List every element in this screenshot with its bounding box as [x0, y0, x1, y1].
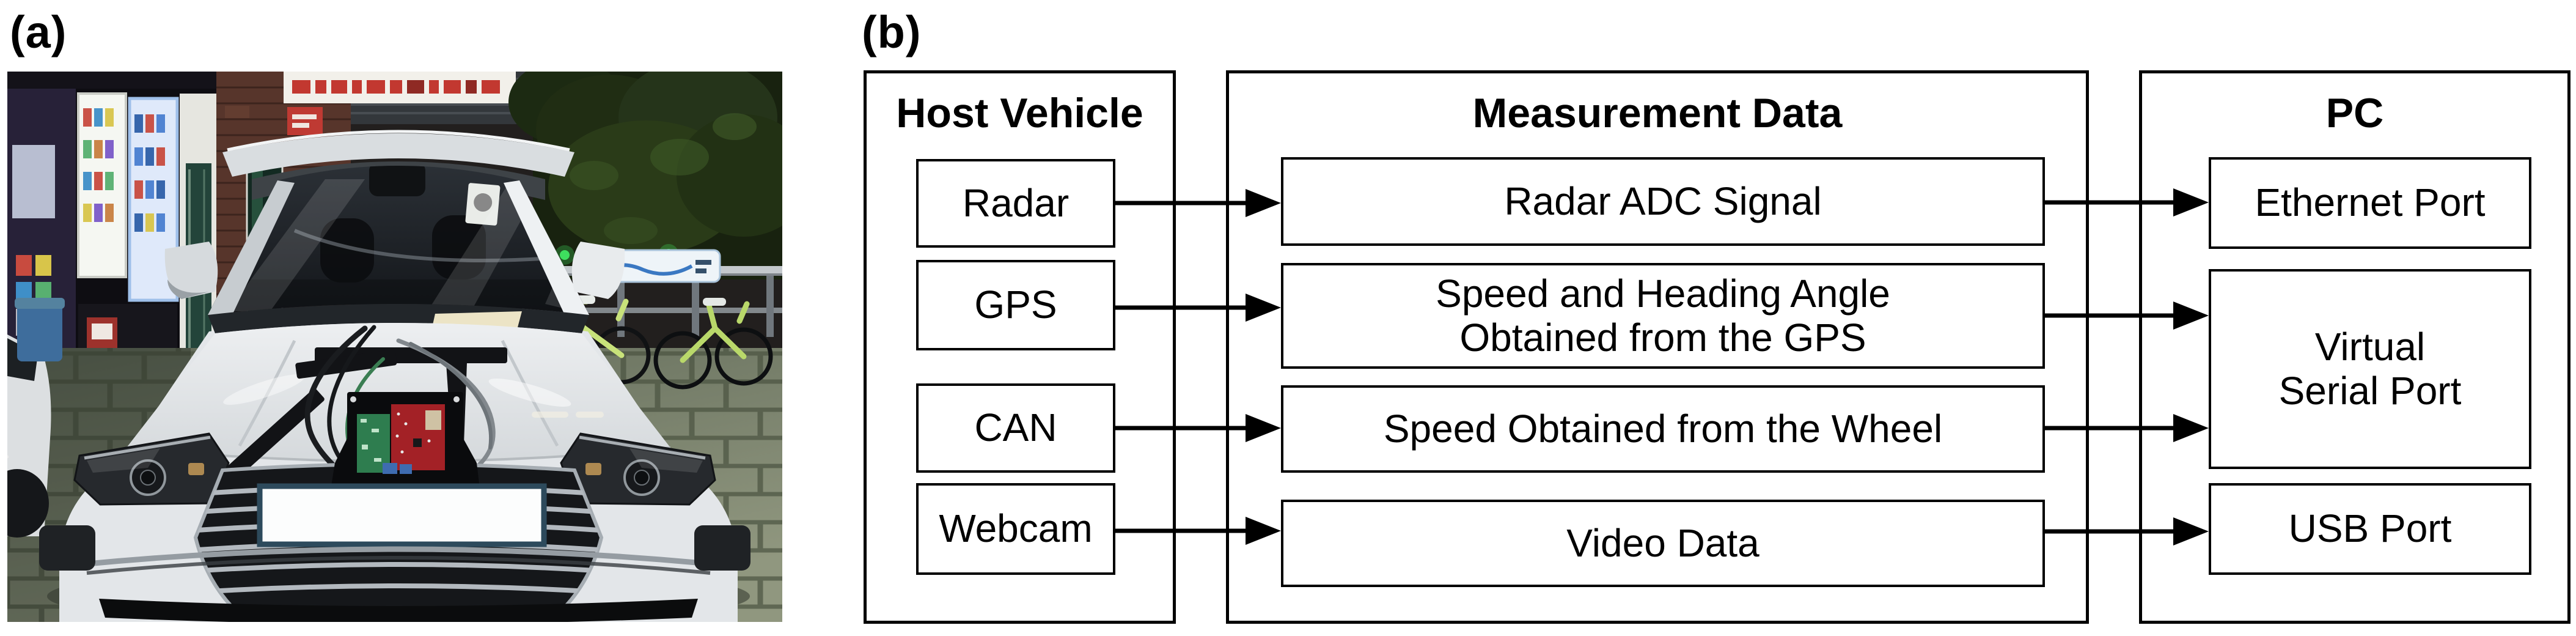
pc-box-virtual-serial-port: Virtual Serial Port: [2209, 269, 2531, 469]
headlight-left: [73, 432, 230, 506]
rearview-mirror: [369, 166, 425, 196]
patch-antenna: [425, 410, 441, 430]
pc-box-ethernet-port: Ethernet Port: [2209, 157, 2531, 249]
measurement-box-wheel-speed: Speed Obtained from the Wheel: [1281, 385, 2045, 473]
side-mirror-left: [164, 242, 218, 299]
parked-car-sliver: [7, 335, 51, 538]
measurement-data-title: Measurement Data: [1472, 90, 1843, 136]
trash-bin: [15, 298, 65, 361]
permit-card: [465, 183, 501, 226]
host-box-gps: GPS: [916, 260, 1115, 350]
a-pillar-left: [208, 180, 295, 315]
side-mirror-right: [571, 242, 625, 299]
host-vehicle-column: Host Vehicle: [864, 70, 1176, 624]
pc-box-usb-port: USB Port: [2209, 483, 2531, 575]
car-roof: [222, 133, 574, 177]
red-sign: [287, 107, 323, 135]
front-bumper: [39, 525, 750, 622]
host-box-webcam: Webcam: [916, 483, 1115, 575]
pc-column: PC: [2139, 70, 2570, 624]
measurement-data-column: Measurement Data: [1226, 70, 2089, 624]
radar-board: [7, 392, 480, 513]
host-box-radar: Radar: [916, 159, 1115, 248]
license-plate-blank: [257, 483, 547, 547]
host-vehicle-title: Host Vehicle: [896, 90, 1143, 136]
host-box-can: CAN: [916, 383, 1115, 473]
measurement-box-radar-adc: Radar ADC Signal: [1281, 157, 2045, 246]
a-pillar-right: [504, 180, 589, 315]
measurement-box-video-data: Video Data: [1281, 500, 2045, 587]
trees: [508, 72, 782, 279]
pc-title: PC: [2325, 90, 2384, 136]
measurement-box-gps-speed: Speed and Heading Angle Obtained from th…: [1281, 263, 2045, 369]
headlight-right: [560, 432, 716, 506]
store-banner: [284, 72, 516, 135]
host-vehicle-car: [7, 130, 750, 622]
vehicle-photo: [7, 72, 782, 622]
panel-a-label: (a): [10, 7, 67, 57]
panel-b-label: (b): [862, 7, 922, 57]
